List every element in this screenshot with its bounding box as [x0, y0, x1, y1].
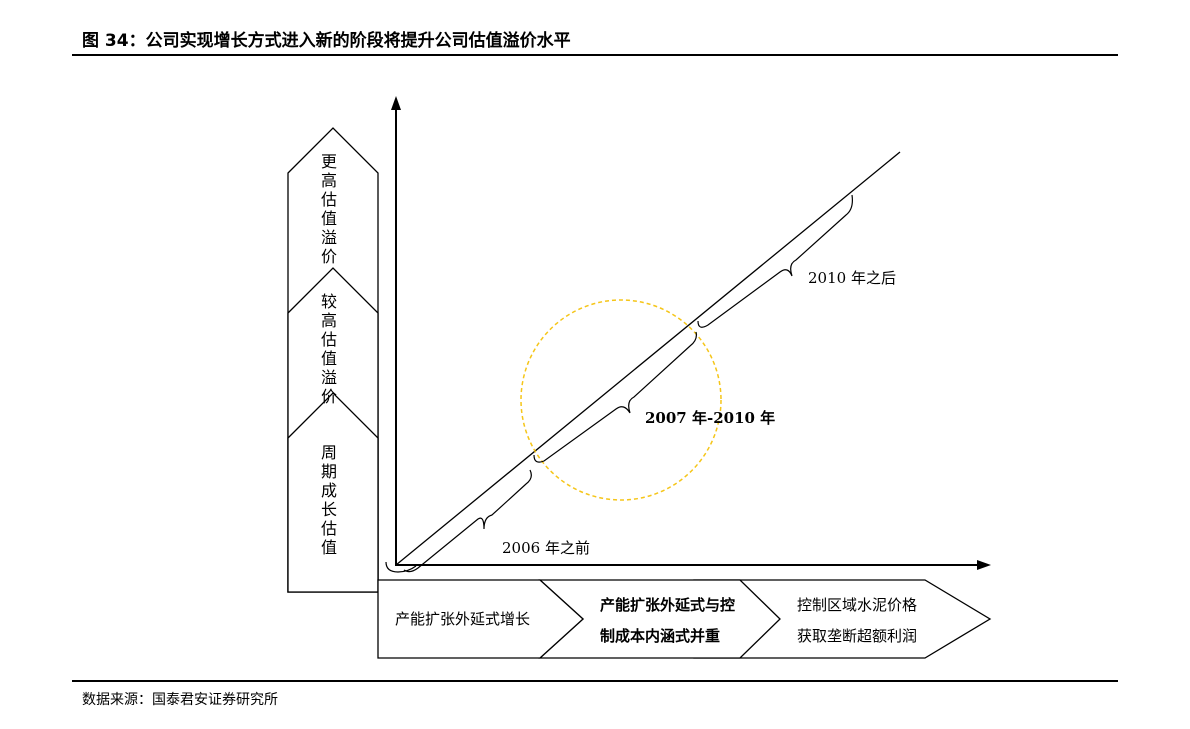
valuation-level-label-3: 周期成长估值: [321, 443, 337, 557]
stage-1-label: 产能扩张外延式增长: [395, 610, 530, 628]
x-axis-arrow: [977, 560, 991, 570]
bottom-rule: [72, 680, 1118, 682]
valuation-chevron-3: [287, 392, 379, 593]
stage-3-label-line2: 获取垄断超额利润: [797, 627, 917, 645]
stage-2-label-line2: 制成本内涵式并重: [600, 627, 720, 645]
valuation-level-label-1: 更高估值溢价: [321, 152, 337, 266]
highlight-circle: [520, 299, 722, 501]
period-during-label: 2007 年-2010 年: [645, 409, 775, 427]
source-note: 数据来源：国泰君安证券研究所: [82, 692, 278, 708]
period-after-label: 2010 年之后: [808, 269, 896, 287]
brace-before-2006: [403, 469, 532, 573]
brace-origin: [385, 561, 417, 573]
brace-2007-2010: [533, 331, 697, 463]
stage-3-label-line1: 控制区域水泥价格: [797, 596, 917, 614]
figure-title: 图 34：公司实现增长方式进入新的阶段将提升公司估值溢价水平: [82, 31, 571, 51]
y-axis-arrow: [391, 96, 401, 110]
growth-line: [395, 151, 901, 566]
period-before-label: 2006 年之前: [502, 539, 590, 557]
stage-2-label-line1: 产能扩张外延式与控: [600, 596, 735, 614]
top-rule: [72, 54, 1118, 56]
brace-after-2010: [697, 194, 853, 328]
valuation-level-label-2: 较高估值溢价: [321, 292, 337, 406]
stage-chevron-1: [377, 579, 584, 659]
